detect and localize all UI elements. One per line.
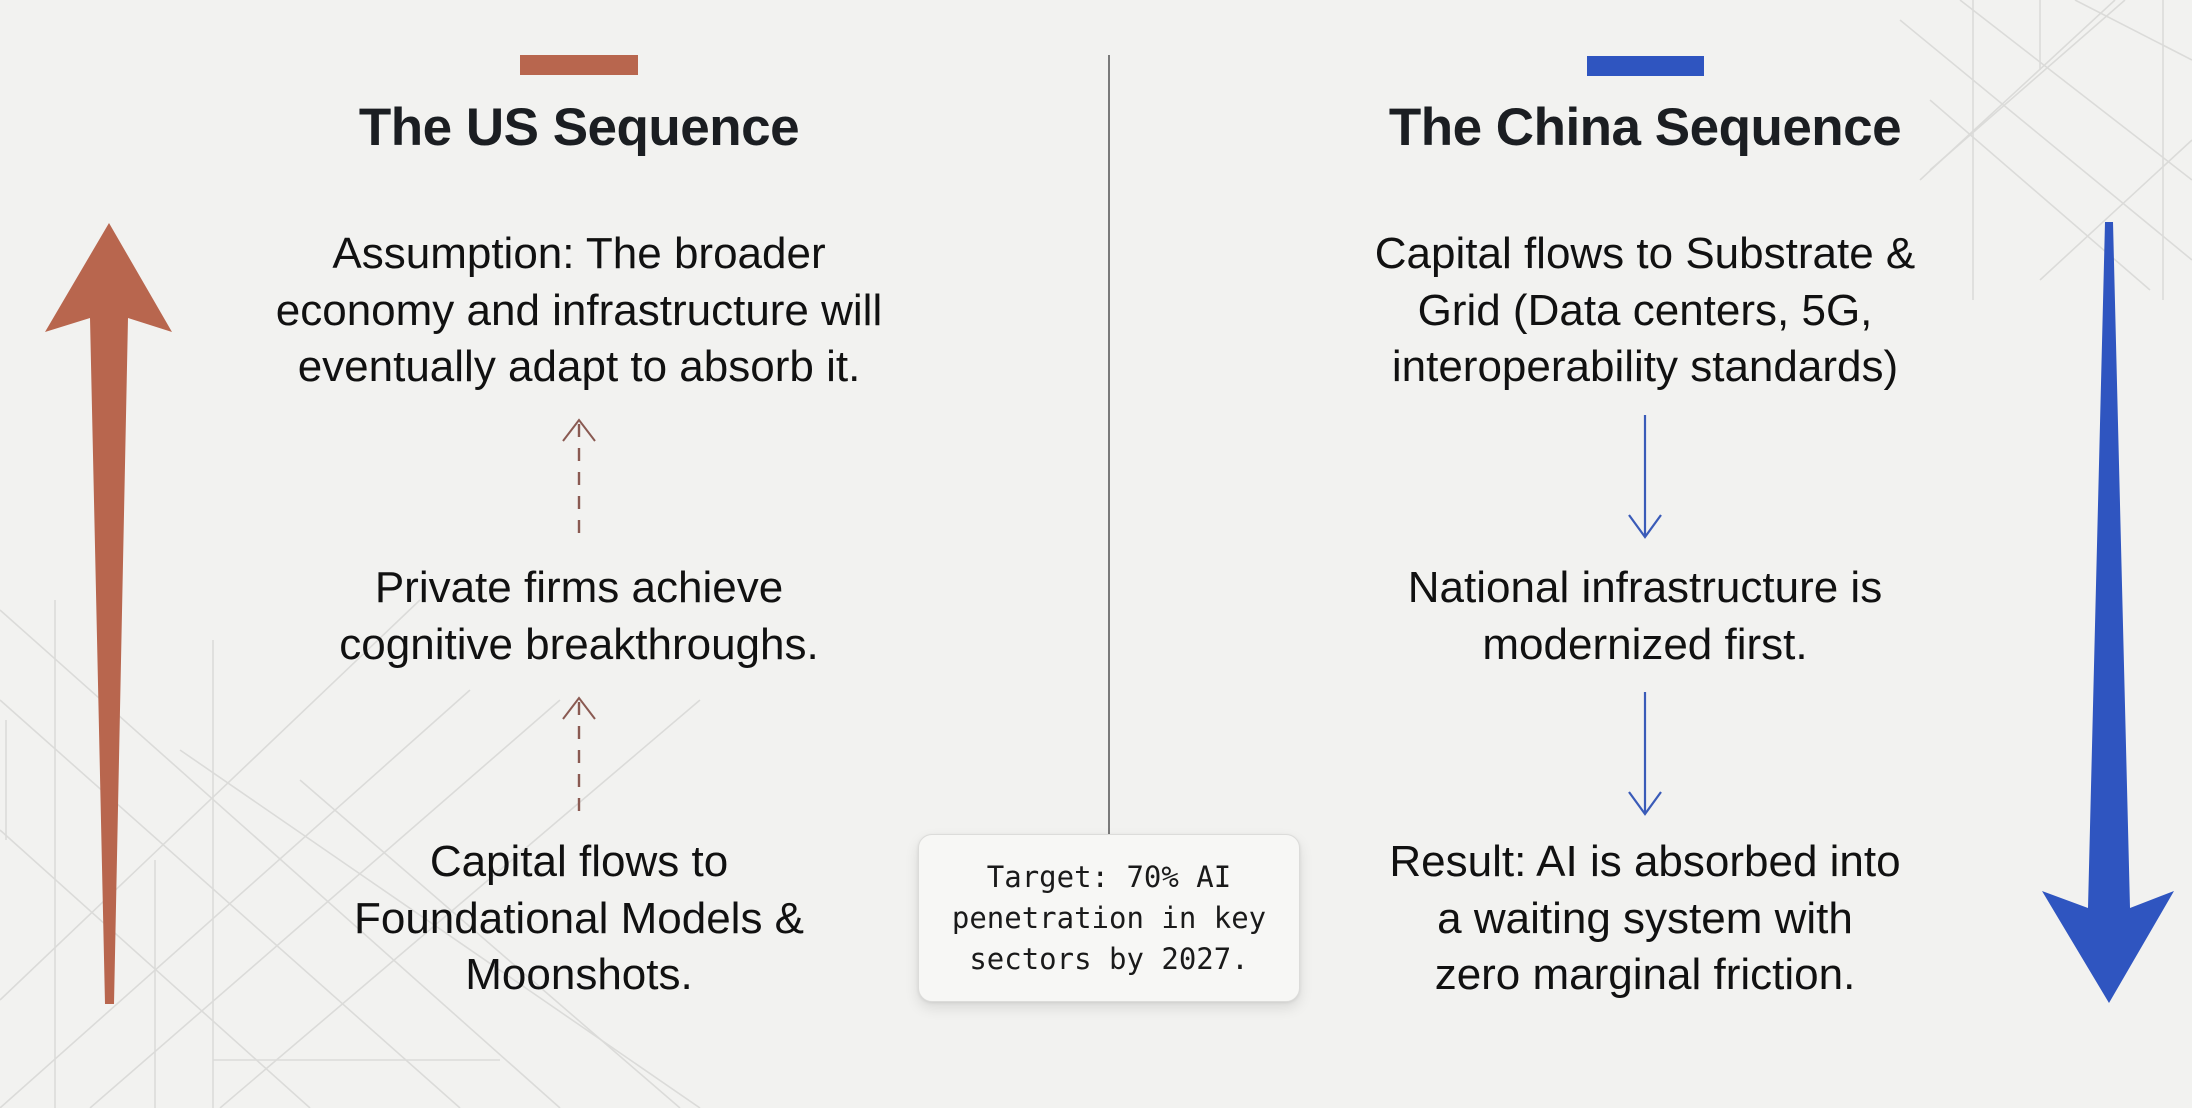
thin-arrow-down-icon [1628, 692, 1662, 816]
china-heading: The China Sequence [1388, 98, 1902, 157]
us-heading: The US Sequence [358, 98, 800, 157]
dashed-arrow-up-icon [562, 696, 596, 817]
us-step-1: Capital flows to Foundational Models & M… [353, 837, 805, 999]
us-step-2: Private firms achieve cognitive breakthr… [339, 563, 819, 669]
us-accent-bar [520, 55, 638, 75]
target-callout-box: Target: 70% AI penetration in key sector… [918, 834, 1300, 1002]
china-step-1: Capital flows to Substrate & Grid (Data … [1374, 229, 1916, 391]
us-step-3: Assumption: The broader economy and infr… [275, 229, 883, 391]
column-divider [1108, 55, 1110, 835]
thin-arrow-down-icon [1628, 415, 1662, 539]
target-callout-text: Target: 70% AI penetration in key sector… [951, 859, 1267, 976]
china-step-3: Result: AI is absorbed into a waiting sy… [1389, 837, 1901, 999]
china-accent-bar [1587, 56, 1704, 76]
dashed-arrow-up-icon [562, 418, 596, 539]
china-step-2: National infrastructure is modernized fi… [1407, 563, 1883, 669]
